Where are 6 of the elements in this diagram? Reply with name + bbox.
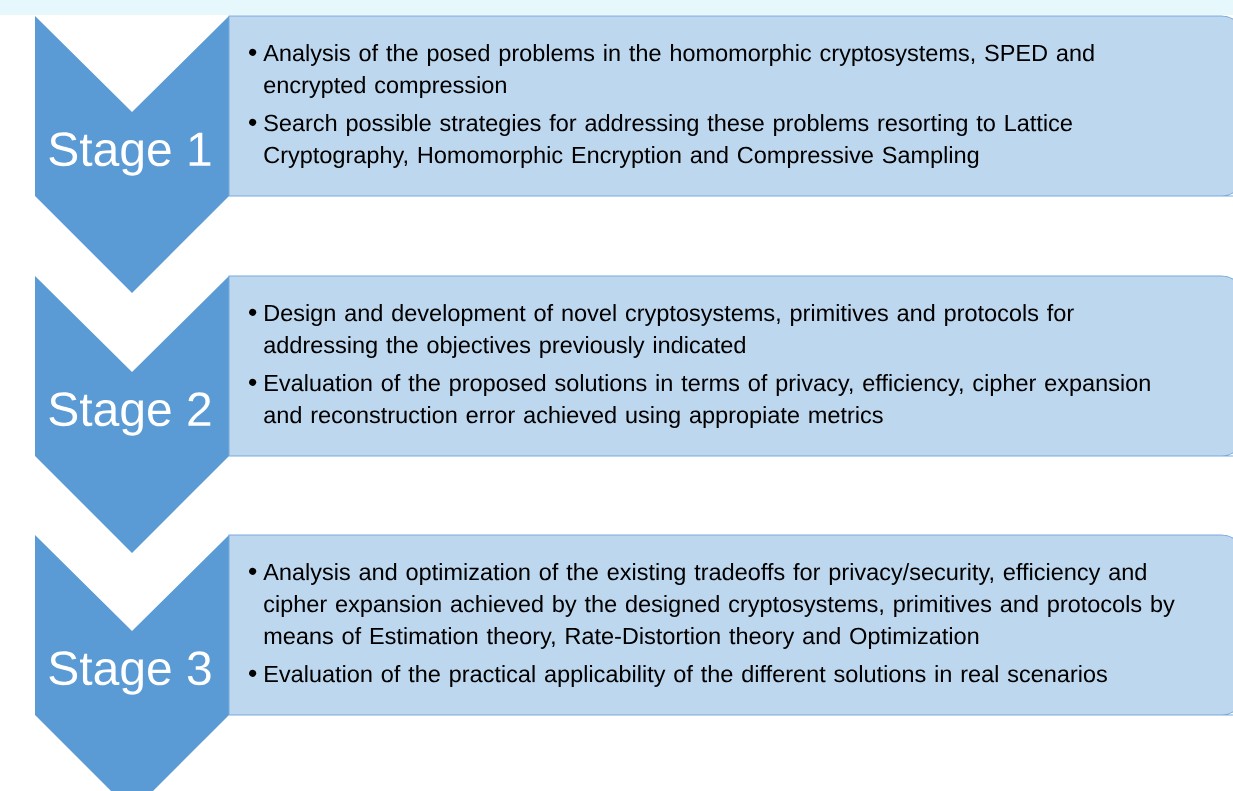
- text-box: Design and development of novel cryptosystems, primitives and protocols for addressing the objectives previously indicated Evaluation of the proposed solutions in terms of privacy, efficiency, cipher expansion and reconstruction error achieved using appropiate metrics: [228, 275, 1233, 457]
- text-box: Analysis of the posed problems in the homomorphic cryptosystems, SPED and encrypted compression Search possible strategies for addressing these problems resorting to Lattice Cryptography, Homomorphic Encryption and Compressive Sampling: [228, 15, 1233, 197]
- stage-banner: Stage 2: [35, 276, 229, 553]
- text-box: Analysis and optimization of the existing tradeoffs for privacy/security, efficiency and cipher expansion achieved by the designed cryptosystems, primitives and protocols by means of Estimation theory, Rate-Distortion theory and Optimization Evaluation of the practical applicability of the different solutions in real scenarios: [228, 534, 1233, 716]
- stage-banner: Stage 1: [35, 16, 229, 293]
- stage-banner: Stage 3: [35, 535, 229, 791]
